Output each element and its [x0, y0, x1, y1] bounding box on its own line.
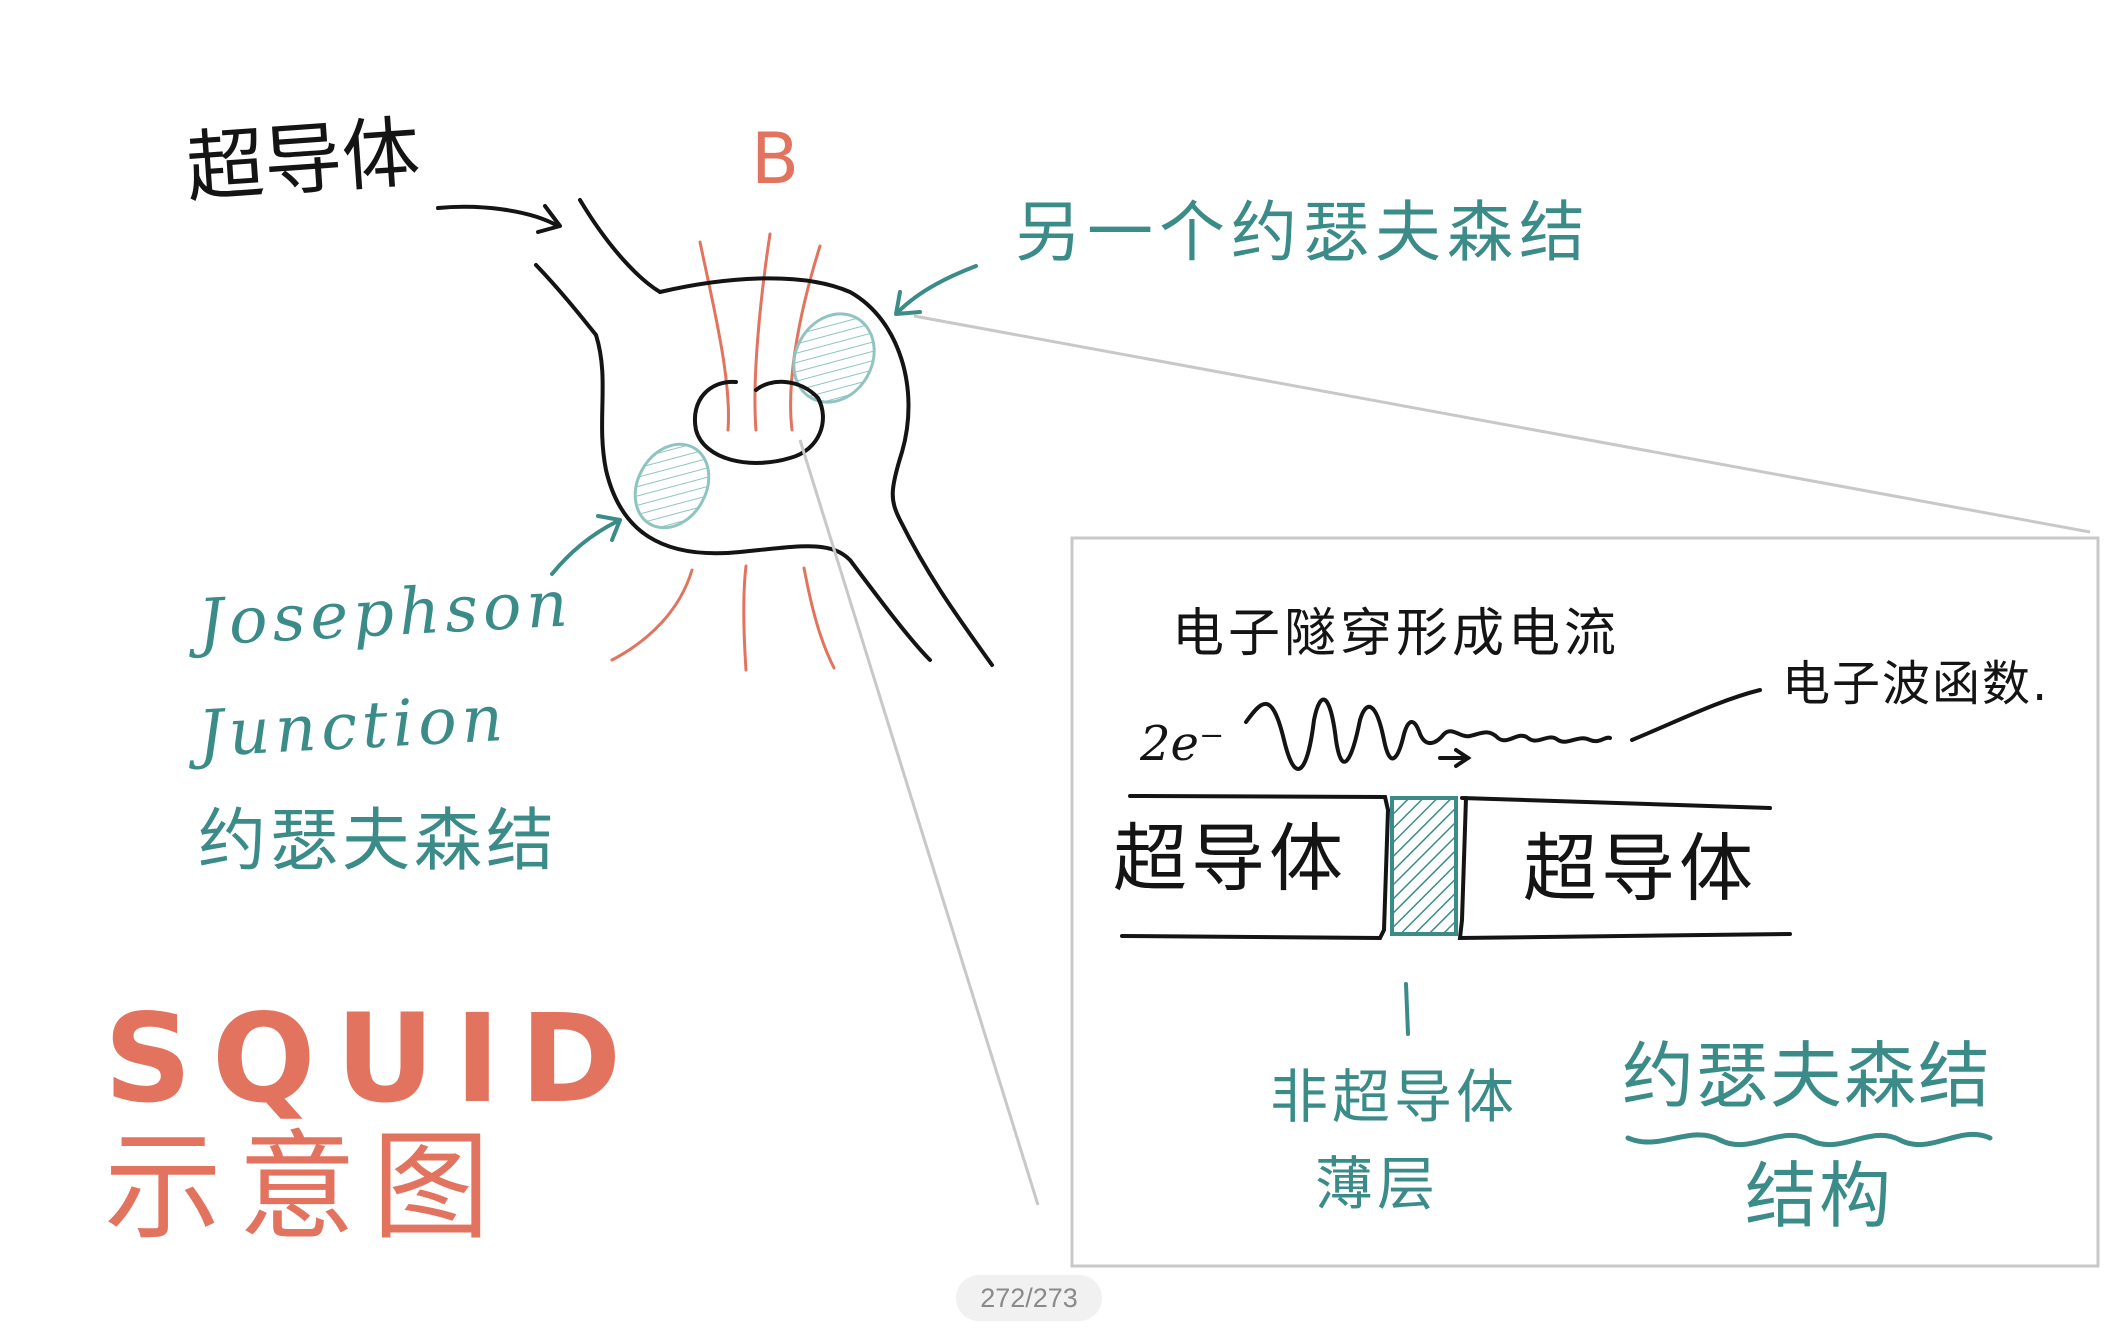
junction-structure-title: 约瑟夫森结 — [1622, 1034, 1993, 1118]
structure-label: 结构 — [1745, 1154, 1894, 1238]
magnetic-field-lines — [610, 232, 836, 672]
electron-charge-label: 2e⁻ — [1140, 716, 1225, 772]
thin-layer-label: 薄层 — [1315, 1150, 1440, 1218]
josephson-junction-zh-label: 约瑟夫森结 — [198, 802, 559, 881]
electron-wave-icon — [1244, 688, 1762, 771]
another-junction-label: 另一个约瑟夫森结 — [1015, 194, 1591, 271]
page-indicator: 272/273 — [956, 1275, 1102, 1321]
superconductor-right-label: 超导体 — [1523, 826, 1757, 912]
non-superconductor-label: 非超导体 — [1270, 1063, 1519, 1131]
magnetic-field-label: B — [751, 118, 800, 200]
junction-label: Junction — [196, 681, 510, 773]
superconductor-left-label: 超导体 — [1113, 816, 1347, 902]
squid-title: SQUID — [104, 988, 642, 1130]
arrows — [436, 204, 978, 576]
superconductor-blocks — [1120, 794, 1792, 941]
junction-detail-frame — [1070, 536, 2100, 1268]
josephson-label: Josephson — [196, 567, 575, 661]
non-superconductor-layer — [1390, 796, 1458, 1036]
schematic-title: 示意图 — [104, 1118, 507, 1256]
squid-ring — [534, 198, 994, 667]
zoom-guide-lines — [798, 314, 2091, 1206]
wavy-underline — [1625, 1131, 1993, 1148]
josephson-junction-left — [633, 442, 711, 530]
electron-tunneling-label: 电子隧穿形成电流 — [1172, 604, 1621, 664]
josephson-junction-upper — [792, 312, 876, 404]
superconductor-label: 超导体 — [183, 107, 423, 215]
wavefunction-label: 电子波函数. — [1782, 656, 2050, 712]
